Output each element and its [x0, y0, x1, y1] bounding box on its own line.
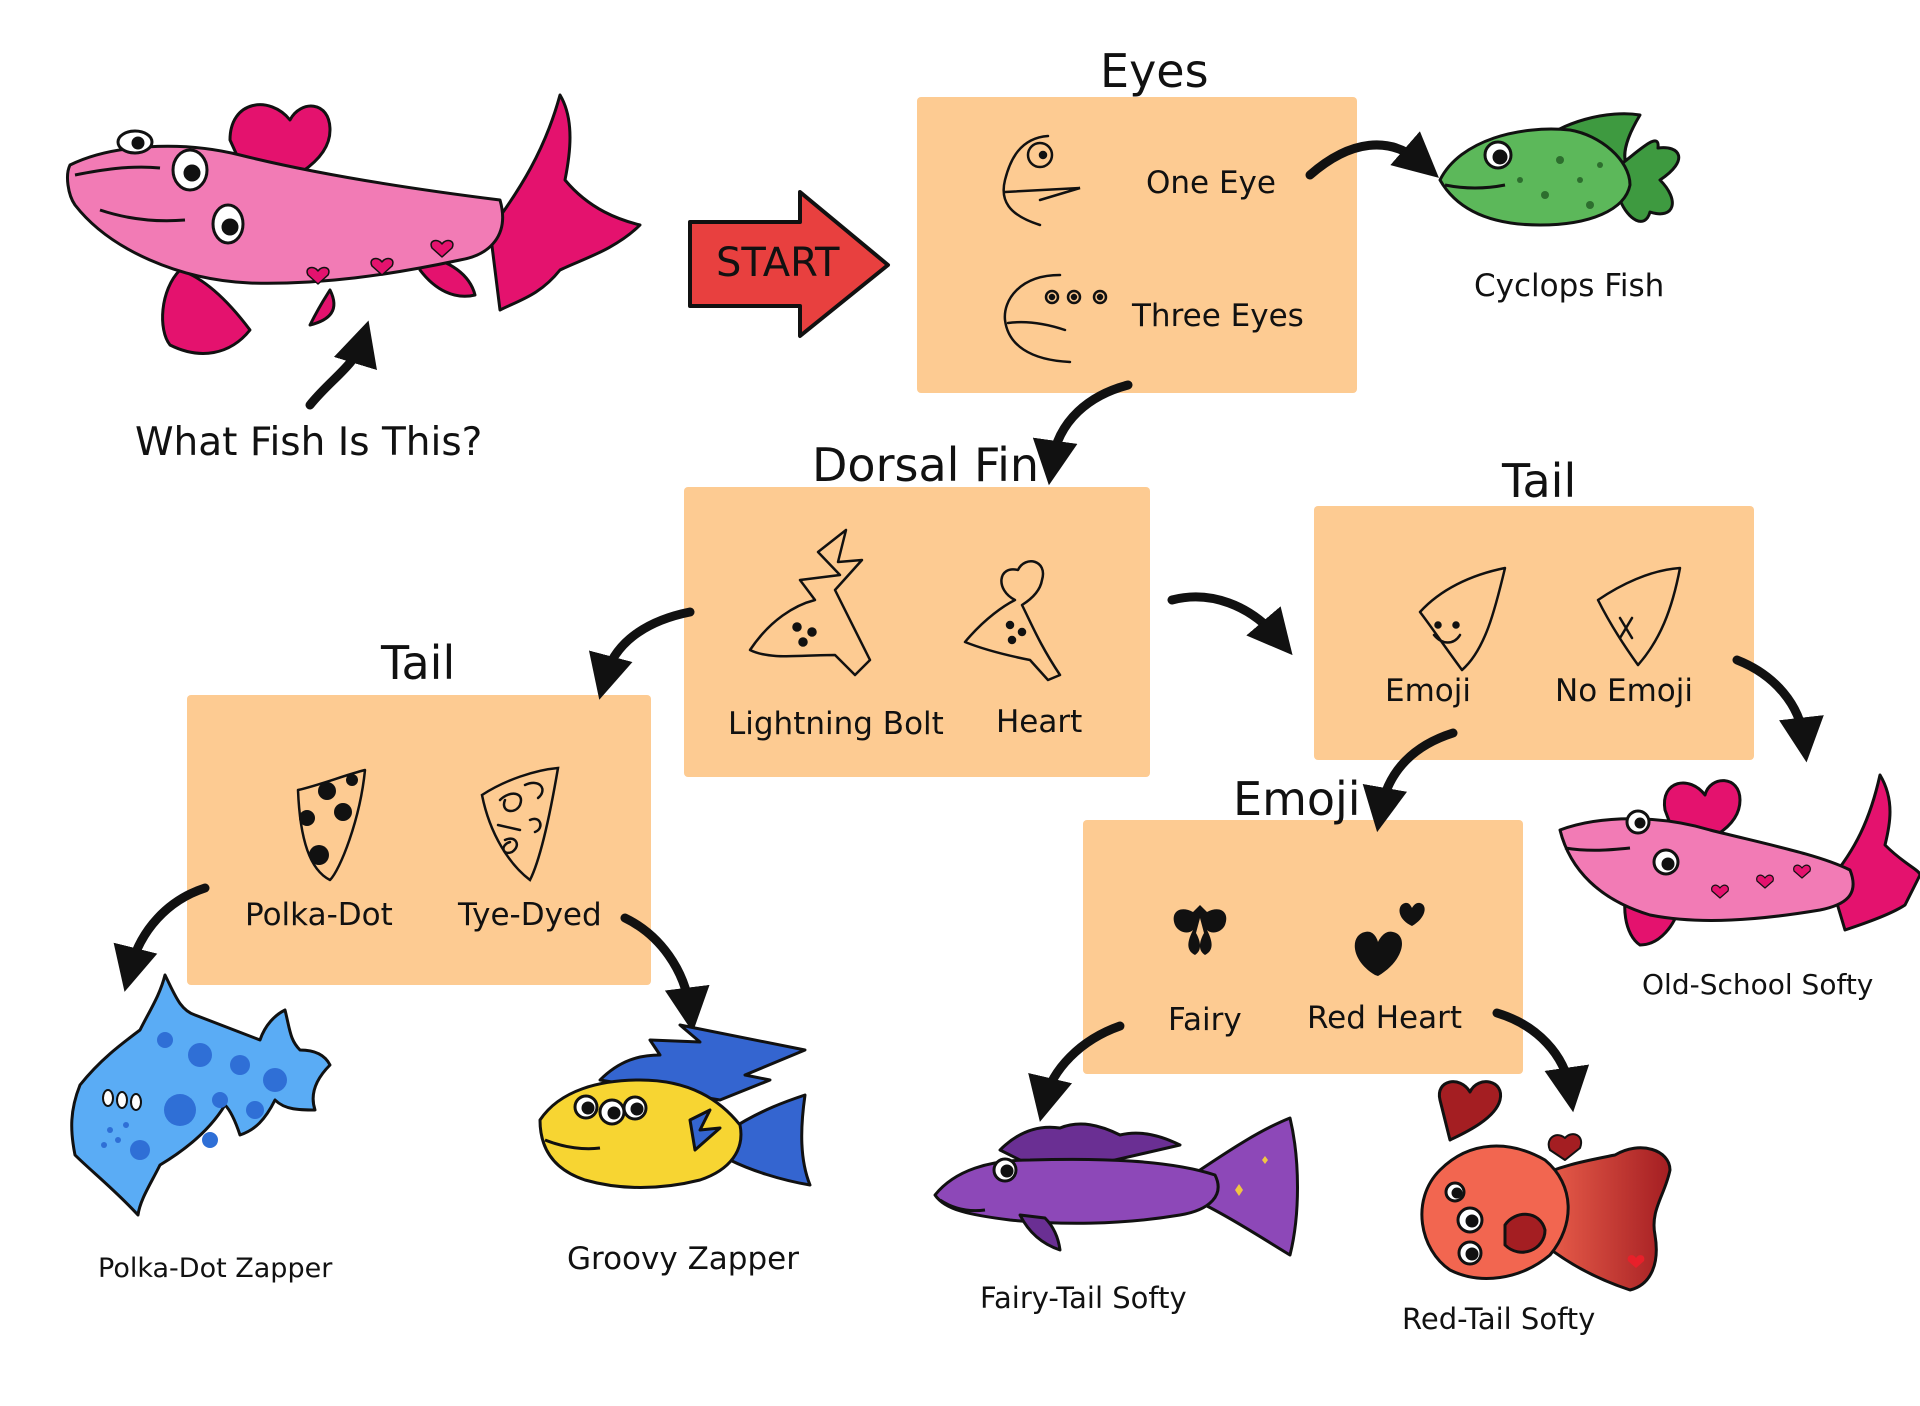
- lightning-bolt-fin-icon: [748, 528, 872, 677]
- tail-right-box: [1314, 506, 1754, 760]
- heart-fin-icon: [963, 560, 1062, 682]
- option-red-heart: Red Heart: [1307, 1000, 1463, 1036]
- three-eyes-icon: [1003, 273, 1108, 364]
- emoji-box: [1083, 820, 1523, 1074]
- arrow-tye-to-groovy: [620, 913, 710, 1033]
- polka-dot-tail-icon: [296, 768, 367, 882]
- arrow-question: [305, 320, 377, 410]
- red-tail-softy-illustration: [1420, 1080, 1672, 1292]
- eyes-heading: Eyes: [1100, 44, 1209, 98]
- cyclops-fish-illustration: [1438, 112, 1681, 227]
- start-label: START: [716, 240, 840, 286]
- option-tye-dyed: Tye-Dyed: [458, 897, 602, 933]
- dorsal-fin-heading: Dorsal Fin: [812, 438, 1040, 492]
- arrow-eyes-to-dorsal: [1032, 380, 1133, 486]
- old-school-softy-illustration: [1558, 773, 1920, 947]
- start-arrow: [688, 190, 890, 338]
- arrow-emoji-to-emoji-box: [1362, 728, 1458, 833]
- result-groovy-zapper: Groovy Zapper: [567, 1241, 799, 1277]
- question-label: What Fish Is This?: [135, 420, 483, 465]
- polka-dot-zapper-illustration: [70, 973, 332, 1217]
- option-no-emoji: No Emoji: [1555, 673, 1693, 709]
- groovy-zapper-illustration: [538, 1023, 812, 1189]
- result-polka-dot-zapper: Polka-Dot Zapper: [98, 1253, 333, 1284]
- emoji-tail-icon: [1418, 566, 1507, 672]
- arrow-fairy-to-fairy-tail: [1028, 1021, 1125, 1122]
- arrow-polka-to-zapper: [113, 883, 210, 992]
- arrow-no-emoji-to-old-school: [1732, 655, 1824, 763]
- one-eye-icon: [1002, 134, 1081, 227]
- tail-left-heading: Tail: [381, 636, 456, 690]
- option-fairy: Fairy: [1168, 1002, 1242, 1038]
- arrow-one-eye-to-cyclops: [1305, 131, 1439, 180]
- result-red-tail-softy: Red-Tail Softy: [1402, 1302, 1596, 1336]
- option-one-eye: One Eye: [1146, 165, 1276, 201]
- dorsal-fin-box: [684, 487, 1150, 777]
- option-polka-dot: Polka-Dot: [245, 897, 393, 933]
- result-cyclops-fish: Cyclops Fish: [1474, 268, 1665, 304]
- flow-arrows: [113, 131, 1824, 1122]
- tail-left-box: [187, 695, 651, 985]
- option-emoji: Emoji: [1385, 673, 1471, 709]
- fairy-tail-softy-illustration: [933, 1116, 1299, 1257]
- arrow-dorsal-to-tail-left: [588, 607, 695, 700]
- tail-right-heading: Tail: [1502, 454, 1577, 508]
- option-three-eyes: Three Eyes: [1132, 298, 1304, 334]
- eyes-box: [917, 97, 1357, 393]
- tye-dyed-tail-icon: [480, 766, 560, 882]
- question-fish-illustration: [66, 93, 642, 355]
- red-heart-icon: [1354, 902, 1425, 976]
- result-fairy-tail-softy: Fairy-Tail Softy: [980, 1281, 1187, 1315]
- fairy-icon: [1173, 905, 1227, 955]
- no-emoji-tail-icon: [1596, 566, 1682, 667]
- arrow-dorsal-to-tail-right: [1167, 592, 1293, 656]
- option-heart: Heart: [996, 704, 1083, 740]
- option-lightning-bolt: Lightning Bolt: [728, 706, 944, 742]
- result-old-school-softy: Old-School Softy: [1642, 968, 1874, 1001]
- emoji-heading: Emoji: [1233, 772, 1361, 826]
- arrow-red-to-red-tail: [1492, 1008, 1590, 1113]
